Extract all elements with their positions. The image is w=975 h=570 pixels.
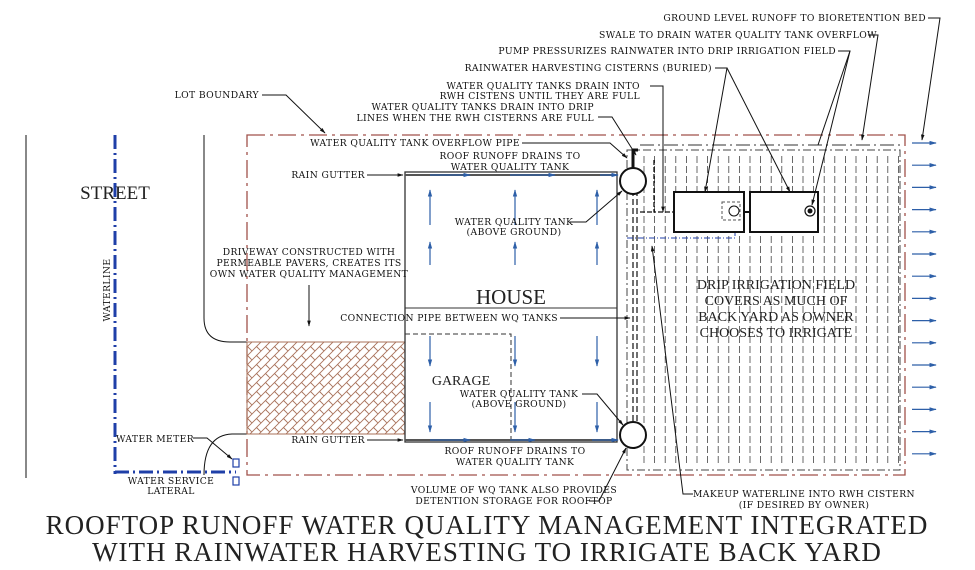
label-wq-drain-drip-1: WATER QUALITY TANKS DRAIN INTO DRIP (372, 102, 595, 113)
label-wq-tank-bottom-1: WATER QUALITY TANK (460, 389, 579, 400)
label-cisterns: RAINWATER HARVESTING CISTERNS (BURIED) (465, 63, 712, 74)
label-water-meter: WATER METER (116, 434, 195, 445)
driveway-curb-top (203, 317, 247, 343)
label-water-service-2: LATERAL (147, 486, 195, 497)
label-swale: SWALE TO DRAIN WATER QUALITY TANK OVERFL… (599, 30, 877, 41)
diagram-title-line-1: ROOFTOP RUNOFF WATER QUALITY MANAGEMENT … (46, 510, 929, 540)
label-drip-3: BACK YARD AS OWNER (698, 310, 854, 325)
label-wq-drain-drip-2: LINES WHEN THE RWH CISTERNS ARE FULL (356, 113, 594, 124)
label-wq-drain-rwh-1: WATER QUALITY TANKS DRAIN INTO (447, 81, 641, 92)
drip-field-label: DRIP IRRIGATION FIELD COVERS AS MUCH OF … (697, 278, 855, 341)
label-rain-gutter-top: RAIN GUTTER (291, 170, 365, 181)
label-drip-4: CHOOSES TO IRRIGATE (700, 326, 853, 341)
leader-lines (193, 17, 941, 502)
label-volume-2: DETENTION STORAGE FOR ROOFTOP (415, 496, 612, 507)
label-water-service-1: WATER SERVICE (128, 476, 215, 487)
label-driveway-2: PERMEABLE PAVERS, CREATES ITS (216, 258, 401, 269)
annotations: GROUND LEVEL RUNOFF TO BIORETENTION BED … (116, 13, 926, 511)
label-driveway-3: OWN WATER QUALITY MANAGEMENT (210, 269, 409, 280)
lot-boundary (246, 134, 906, 476)
label-roof-runoff-top-2: WATER QUALITY TANK (451, 162, 570, 173)
label-roof-runoff-top-1: ROOF RUNOFF DRAINS TO (439, 151, 580, 162)
water-quality-tank-bottom (619, 421, 647, 449)
label-drip-2: COVERS AS MUCH OF (705, 294, 848, 309)
label-wq-tank-top-2: (ABOVE GROUND) (467, 227, 562, 238)
label-wq-drain-rwh-2: RWH CISTENS UNTIL THEY ARE FULL (440, 91, 640, 102)
label-makeup-1: MAKEUP WATERLINE INTO RWH CISTERN (693, 489, 915, 500)
drain-to-cisterns-pipe (653, 160, 674, 213)
overflow-pipe (631, 148, 638, 170)
label-street: STREET (80, 183, 150, 204)
label-volume-1: VOLUME OF WQ TANK ALSO PROVIDES (410, 485, 617, 496)
bioretention-arrows (912, 140, 937, 456)
label-garage: GARAGE (432, 374, 490, 389)
water-quality-tank-top (619, 167, 647, 195)
label-wq-tank-top-1: WATER QUALITY TANK (455, 217, 574, 228)
label-house: HOUSE (476, 285, 546, 309)
label-wq-tank-bottom-2: (ABOVE GROUND) (472, 399, 567, 410)
label-roof-runoff-bottom-1: ROOF RUNOFF DRAINS TO (444, 446, 585, 457)
makeup-inlet (728, 205, 740, 217)
label-connection-pipe: CONNECTION PIPE BETWEEN WQ TANKS (340, 313, 558, 324)
water-meter-lower (232, 476, 240, 486)
pump (807, 208, 813, 214)
driveway-curb-bottom (203, 433, 247, 476)
diagram-title-line-2: WITH RAINWATER HARVESTING TO IRRIGATE BA… (92, 537, 882, 567)
label-makeup-2: (IF DESIRED BY OWNER) (739, 500, 870, 511)
label-rain-gutter-bottom: RAIN GUTTER (291, 435, 365, 446)
label-overflow-pipe: WATER QUALITY TANK OVERFLOW PIPE (310, 138, 520, 149)
makeup-inlet-box (721, 201, 741, 221)
garage-outline (405, 333, 512, 441)
house-outline (404, 171, 618, 443)
label-pump: PUMP PRESSURIZES RAINWATER INTO DRIP IRR… (498, 46, 836, 57)
label-drip-1: DRIP IRRIGATION FIELD (697, 278, 855, 293)
permeable-pavers (246, 341, 406, 435)
label-roof-runoff-bottom-2: WATER QUALITY TANK (456, 457, 575, 468)
label-driveway-1: DRIVEWAY CONSTRUCTED WITH (223, 247, 396, 258)
label-lot-boundary: LOT BOUNDARY (175, 90, 260, 101)
drip-field-outline (626, 149, 901, 471)
roof-flow-arrows (427, 172, 619, 443)
label-waterline: WATERLINE (102, 259, 113, 322)
water-meter (232, 458, 240, 468)
label-ground-runoff: GROUND LEVEL RUNOFF TO BIORETENTION BED (663, 13, 926, 24)
